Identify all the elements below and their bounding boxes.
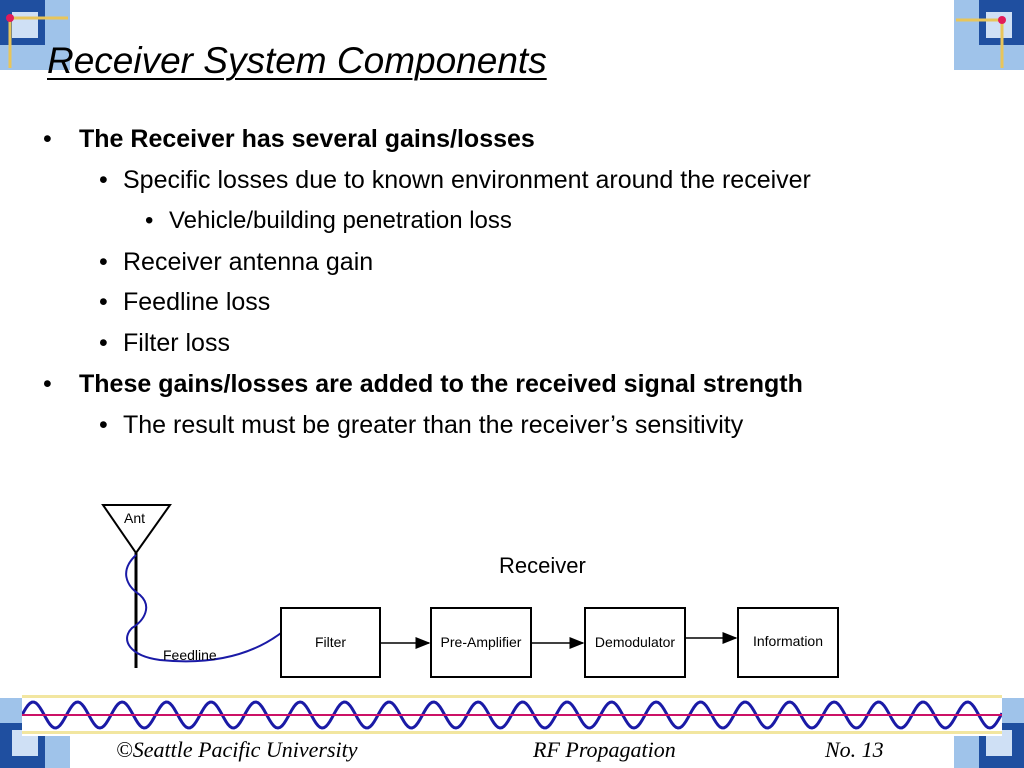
bullet-text: Feedline loss <box>123 288 271 316</box>
antenna-label: Ant <box>124 510 146 526</box>
bullet-text: Receiver antenna gain <box>123 248 374 276</box>
filter-block-label: Filter <box>314 633 347 650</box>
bullet-item: • Vehicle/building penetration loss <box>145 206 512 236</box>
information-block: Information <box>737 607 839 678</box>
bullet-text: Vehicle/building penetration loss <box>169 207 512 234</box>
band-bottom-line <box>22 731 1002 734</box>
footer-copyright: ©Seattle Pacific University <box>116 737 358 762</box>
band-top-line <box>22 695 1002 698</box>
bullet-dot: • <box>145 207 154 234</box>
corner-decoration-top-left <box>0 0 70 70</box>
bullet-dot: • <box>99 166 108 194</box>
bullet-dot: • <box>43 370 52 398</box>
bullet-item: • Feedline loss <box>99 287 271 317</box>
feedline-cable <box>125 554 282 663</box>
bullet-item: • Filter loss <box>99 328 230 358</box>
corner-decoration-top-right <box>954 0 1024 70</box>
filter-block: Filter <box>280 607 381 678</box>
feedline-label: Feedline <box>163 647 217 663</box>
bullet-text: These gains/losses are added to the rece… <box>79 370 803 398</box>
bullet-item: • Specific losses due to known environme… <box>99 165 811 195</box>
bullet-item: • The Receiver has several gains/losses <box>43 124 535 154</box>
bullet-text: The result must be greater than the rece… <box>123 411 744 439</box>
bullet-text: The Receiver has several gains/losses <box>79 125 535 153</box>
bullet-item: • These gains/losses are added to the re… <box>43 369 803 399</box>
footer-course: RF Propagation <box>533 737 676 762</box>
antenna-icon <box>101 504 172 555</box>
receiver-label: Receiver <box>499 553 586 578</box>
pre-amplifier-block: Pre-Amplifier <box>430 607 532 678</box>
bullet-item: • Receiver antenna gain <box>99 247 374 277</box>
bullet-dot: • <box>43 125 52 153</box>
bullet-dot: • <box>99 329 108 357</box>
pre-amplifier-block-label: Pre-Amplifier <box>440 633 522 650</box>
footer-page-number: No. 13 <box>825 737 884 762</box>
demodulator-block: Demodulator <box>584 607 686 678</box>
bullet-dot: • <box>99 248 108 276</box>
bullet-text: Filter loss <box>123 329 230 357</box>
demodulator-block-label: Demodulator <box>594 633 676 650</box>
bullet-item: • The result must be greater than the re… <box>99 410 744 440</box>
footer-wave-band <box>22 694 1002 736</box>
slide-title: Receiver System Components <box>47 40 547 81</box>
bullet-dot: • <box>99 288 108 316</box>
information-block-label: Information <box>752 632 824 649</box>
bullet-text: Specific losses due to known environment… <box>123 166 811 194</box>
bullet-dot: • <box>99 411 108 439</box>
